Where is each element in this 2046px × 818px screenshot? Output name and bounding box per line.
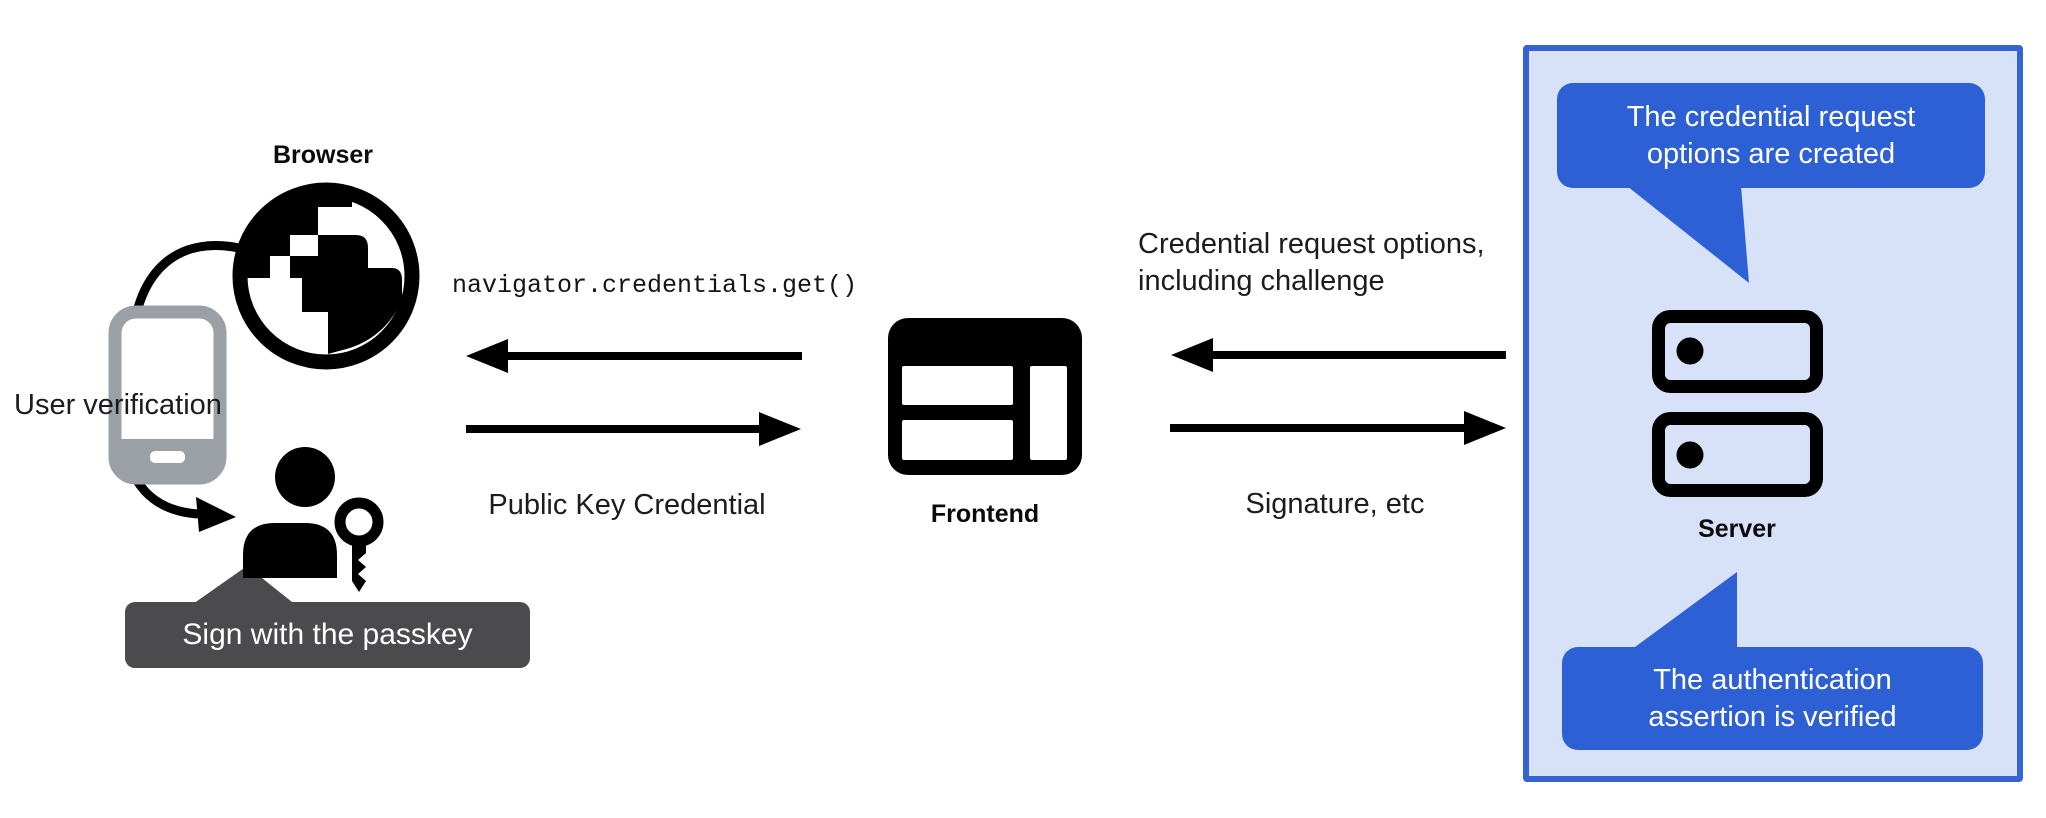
server-panel: The credential request options are creat… xyxy=(1523,45,2023,782)
passkey-tooltip: Sign with the passkey xyxy=(125,602,530,668)
signature-label: Signature, etc xyxy=(1245,488,1425,520)
server-icon xyxy=(1652,310,1823,497)
credential-request-label: Credential request options, including ch… xyxy=(1138,226,1485,300)
speech-bubble-credential-options: The credential request options are creat… xyxy=(1557,83,1985,188)
frontend-label: Frontend xyxy=(930,500,1040,528)
arrow-frontend-to-server xyxy=(1170,411,1506,445)
credential-request-line1: Credential request options, xyxy=(1138,228,1485,260)
browser-label: Browser xyxy=(272,141,374,169)
frontend-icon xyxy=(888,318,1082,475)
arrow-browser-to-frontend xyxy=(466,412,801,446)
bubble-bottom-line1: The authentication xyxy=(1653,663,1892,696)
bubble-bottom-line2: assertion is verified xyxy=(1648,700,1897,733)
bubble-top-line1: The credential request xyxy=(1626,100,1916,133)
person-passkey-icon xyxy=(243,447,384,592)
bubble-top-line2: options are created xyxy=(1646,137,1896,170)
phone-icon xyxy=(108,305,227,485)
api-call-label: navigator.credentials.get() xyxy=(452,271,858,300)
arrow-server-to-frontend xyxy=(1171,338,1506,372)
credential-request-line2: including challenge xyxy=(1138,265,1385,297)
user-verification-label: User verification xyxy=(14,389,222,421)
globe-icon xyxy=(232,182,420,370)
public-key-credential-label: Public Key Credential xyxy=(488,489,766,521)
server-label: Server xyxy=(1698,515,1776,543)
arrow-frontend-to-browser xyxy=(466,339,802,373)
speech-bubble-assertion-verified: The authentication assertion is verified xyxy=(1562,647,1983,750)
